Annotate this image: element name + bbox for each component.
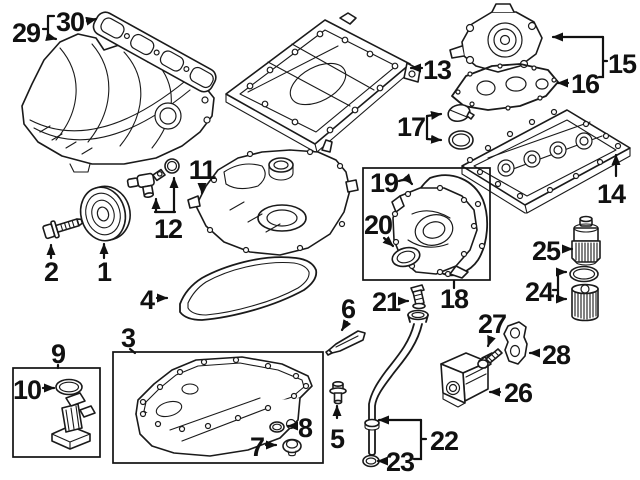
callout-8: 8	[286, 413, 314, 443]
callout-5: 5	[330, 404, 346, 454]
oil-pan-gasket-drawing	[179, 256, 318, 321]
pump-gasket-drawing	[451, 63, 559, 111]
level-sensor-oring-drawing	[55, 378, 83, 396]
callout-12-label: 12	[154, 214, 182, 244]
callout-19-label: 19	[370, 168, 399, 198]
dipstick-cap-drawing	[407, 284, 429, 321]
callout-14: 14	[597, 153, 627, 209]
drain-plug-drawing	[282, 438, 302, 457]
intake-gasket-drawing	[92, 11, 217, 93]
pulley-bolt-drawing	[42, 218, 84, 240]
crank-pulley-drawing	[79, 185, 131, 242]
callout-1-label: 1	[97, 257, 112, 287]
callout-13: 13	[409, 55, 453, 85]
callout-6-label: 6	[341, 294, 356, 324]
callout-15: 15	[551, 32, 638, 79]
wedge-bracket-drawing	[325, 330, 366, 356]
callout-27: 27	[478, 309, 507, 348]
callout-22-label: 22	[430, 426, 458, 456]
callout-6: 6	[340, 294, 357, 332]
upper-oil-pan-drawing	[225, 12, 421, 153]
callout-23-label: 23	[386, 447, 415, 477]
dipstick-tube-seal-drawing	[362, 454, 380, 468]
level-sensor-box	[12, 367, 101, 458]
callout-7-label: 7	[250, 432, 264, 462]
callout-5-label: 5	[330, 424, 345, 454]
filter-element-drawing	[571, 283, 599, 322]
timing-cover-box	[362, 167, 491, 281]
callout-25: 25	[532, 236, 574, 266]
oil-baffle-drawing	[187, 139, 359, 256]
dipstick-tube-drawing	[364, 314, 429, 456]
callout-29: 29	[12, 14, 58, 48]
callout-1: 1	[97, 242, 113, 287]
callout-4-label: 4	[140, 285, 155, 315]
valve-cover-drawing	[461, 108, 631, 214]
callout-16-label: 16	[571, 69, 600, 99]
callout-3: 3	[121, 323, 137, 355]
callout-21: 21	[372, 287, 410, 317]
callout-15-label: 15	[608, 49, 637, 79]
callout-30: 30	[56, 7, 98, 37]
callout-11-label: 11	[189, 155, 217, 185]
callout-26: 26	[488, 378, 534, 408]
sensor-oring-drawing	[164, 158, 180, 174]
callout-25-label: 25	[532, 236, 561, 266]
callout-7: 7	[250, 432, 278, 462]
callout-22: 22	[377, 415, 459, 461]
callout-27-label: 27	[478, 309, 506, 339]
level-sensor-drawing	[51, 392, 96, 450]
callout-24-label: 24	[525, 277, 554, 307]
callout-30-label: 30	[56, 7, 84, 37]
callout-13-label: 13	[423, 55, 452, 85]
callout-21-label: 21	[372, 287, 401, 317]
callout-29-label: 29	[12, 18, 41, 48]
callout-16: 16	[556, 69, 601, 99]
callout-17: 17	[397, 110, 443, 144]
drain-plug-seal-drawing	[269, 421, 285, 433]
callout-20: 20	[364, 210, 395, 248]
lower-oil-pan-box	[112, 351, 324, 464]
callout-20-label: 20	[364, 210, 392, 240]
callout-12: 12	[151, 176, 183, 244]
callout-2: 2	[44, 243, 59, 287]
oil-cooler-drawing	[440, 352, 497, 408]
callout-28-label: 28	[542, 340, 571, 370]
cooler-bolt-drawing	[477, 348, 503, 369]
callout-9-label: 9	[51, 339, 66, 369]
callout-11: 11	[189, 155, 217, 195]
callout-18: 18	[440, 279, 470, 314]
sensor-drawing	[126, 168, 166, 198]
pan-bolt-drawing	[329, 380, 347, 405]
pump-drawing	[449, 3, 543, 73]
oil-filter-cap-drawing	[571, 215, 601, 266]
callout-28: 28	[528, 340, 572, 370]
callout-14-label: 14	[597, 179, 626, 209]
callout-26-label: 26	[504, 378, 533, 408]
filter-oring-drawing	[569, 265, 599, 283]
callout-17-label: 17	[397, 112, 425, 142]
callout-3-label: 3	[121, 323, 136, 353]
oil-filler-cap-drawing	[447, 103, 475, 123]
callout-10-label: 10	[13, 375, 41, 405]
callout-18-label: 18	[440, 284, 469, 314]
callout-23: 23	[376, 447, 416, 477]
callout-24: 24	[525, 267, 568, 307]
callout-4: 4	[140, 285, 169, 315]
lower-oil-pan-drawing	[135, 356, 313, 457]
cooler-gasket-drawing	[503, 321, 528, 365]
callout-2-label: 2	[44, 257, 58, 287]
callout-9: 9	[51, 339, 67, 370]
callout-10: 10	[13, 375, 56, 405]
filler-cap-seal-drawing	[448, 130, 474, 150]
callout-8-label: 8	[298, 413, 313, 443]
crank-seal-drawing	[391, 246, 421, 268]
callout-19: 19	[370, 168, 414, 198]
